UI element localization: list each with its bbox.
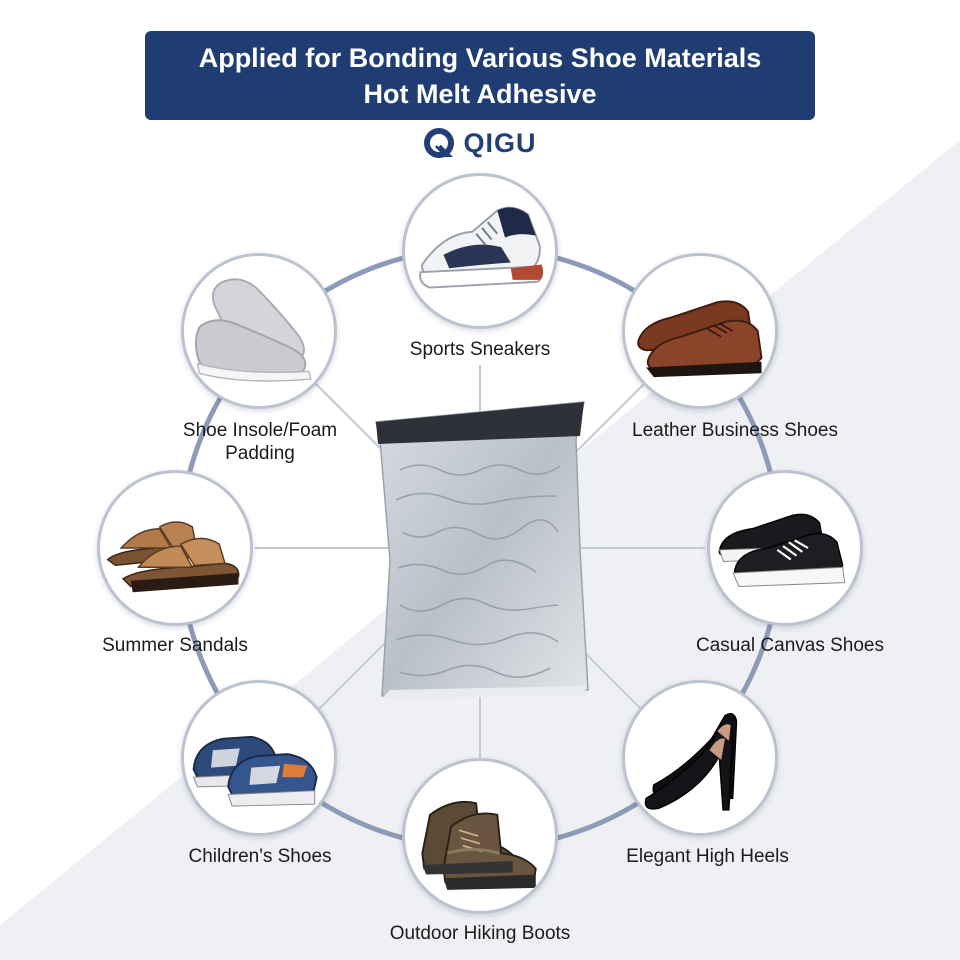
- canvas-shoe-icon: [718, 513, 846, 587]
- brand-name: QIGU: [463, 127, 537, 158]
- label-summer-sandals: Summer Sandals: [102, 635, 248, 656]
- node-leather-business-shoes: [622, 253, 778, 409]
- adhesive-bag-icon: [375, 401, 589, 698]
- label-shoe-insole-line2: Padding: [225, 443, 295, 464]
- node-summer-sandals: [97, 470, 253, 626]
- q-logo-icon: [424, 128, 455, 158]
- insole-icon: [194, 278, 312, 382]
- label-elegant-high-heels: Elegant High Heels: [626, 846, 789, 867]
- header-banner: Applied for Bonding Various Shoe Materia…: [145, 31, 815, 120]
- sneaker-icon: [419, 206, 544, 289]
- label-casual-canvas-shoes: Casual Canvas Shoes: [696, 635, 884, 656]
- label-sports-sneakers: Sports Sneakers: [409, 339, 551, 360]
- label-outdoor-hiking-boots: Outdoor Hiking Boots: [389, 923, 571, 944]
- label-shoe-insole-line1: Shoe Insole/Foam: [182, 420, 338, 441]
- node-shoe-insole: [181, 253, 337, 409]
- kids-sandal-icon: [192, 735, 318, 807]
- label-childrens-shoes: Children's Shoes: [188, 846, 332, 867]
- node-outdoor-hiking-boots: [402, 758, 558, 914]
- node-sports-sneakers: [402, 173, 558, 329]
- header-title-line1: Applied for Bonding Various Shoe Materia…: [198, 42, 762, 73]
- header-title-line2: Hot Melt Adhesive: [363, 78, 597, 109]
- node-casual-canvas-shoes: [707, 470, 863, 626]
- label-leather-business-shoes: Leather Business Shoes: [632, 420, 838, 441]
- node-elegant-high-heels: [622, 680, 778, 836]
- oxford-shoe-icon: [637, 300, 763, 378]
- sandal-icon: [106, 521, 240, 593]
- node-childrens-shoes: [181, 680, 337, 836]
- hiking-boot-icon: [421, 800, 537, 890]
- high-heel-icon: [644, 713, 738, 811]
- brand-logo: QIGU: [0, 126, 960, 160]
